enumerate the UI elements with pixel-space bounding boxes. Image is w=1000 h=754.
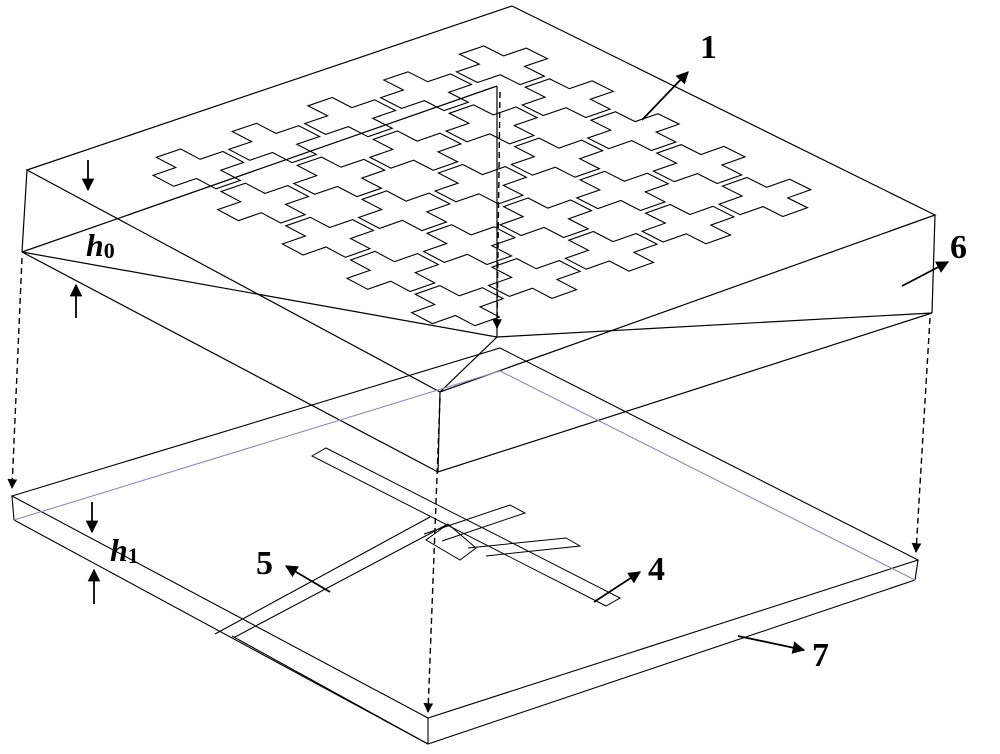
- h0-symbol: h: [86, 227, 104, 263]
- fractal-cross-cell: [433, 163, 528, 205]
- fractal-cross-cell: [455, 45, 549, 86]
- substrate-bottom-face: [13, 519, 916, 745]
- guide-left: [7, 257, 23, 489]
- fractal-cross-cell: [227, 122, 322, 164]
- h0-subscript: 0: [104, 238, 115, 263]
- fractal-cross-cell: [651, 144, 747, 185]
- fractal-cross-cell: [281, 216, 375, 258]
- fractal-cross-array: [151, 45, 813, 327]
- fractal-cross-cell: [487, 258, 582, 299]
- callout-1: 1: [700, 29, 717, 66]
- superstrate-block: [21, 5, 937, 473]
- leader-5: [284, 565, 331, 593]
- slot-outline: [310, 447, 622, 607]
- fractal-cross-cell: [444, 104, 539, 145]
- superstrate-side-edges: [21, 169, 936, 473]
- fractal-cross-cell: [292, 156, 387, 198]
- leader-1: [641, 71, 689, 121]
- fractal-cross-cell: [410, 285, 505, 327]
- leader-6: [901, 261, 950, 287]
- fractal-cross-cell: [303, 96, 397, 138]
- bottom-front-edge: [231, 635, 429, 745]
- assembly-guides: [7, 91, 931, 713]
- callout-5: 5: [256, 545, 273, 582]
- guide-center-bottom: [423, 397, 441, 713]
- substrate-side-edges: [11, 495, 919, 744]
- guide-right: [911, 317, 931, 553]
- fractal-cross-cell: [379, 71, 473, 112]
- fractal-cross-cell: [357, 190, 452, 232]
- fractal-cross-cell: [564, 230, 659, 272]
- h1-subscript: 1: [128, 543, 139, 568]
- leader-4: [593, 571, 642, 603]
- callout-4: 4: [648, 551, 665, 588]
- superstrate-bottom-edges: [21, 251, 933, 473]
- fractal-cross-cell: [509, 137, 605, 178]
- fractal-cross-cell: [151, 148, 245, 190]
- feedline-edges: [214, 516, 449, 638]
- slot-junction: [425, 523, 477, 561]
- fractal-cross-cell: [498, 197, 593, 239]
- fractal-cross-cell: [586, 111, 681, 152]
- coupling-slot: [310, 447, 622, 607]
- dimension-h0: h0: [86, 227, 115, 263]
- callout-leaders: [284, 71, 950, 654]
- callout-6: 6: [950, 229, 967, 266]
- fractal-cross-cell: [640, 203, 736, 245]
- callout-7: 7: [812, 637, 829, 674]
- fractal-cross-cell: [520, 78, 615, 119]
- superstrate-layer-line-front: [21, 85, 498, 253]
- substrate-inner-edges: [13, 370, 916, 581]
- fractal-cross-cell: [717, 176, 813, 218]
- fractal-cross-cell: [575, 170, 670, 212]
- dimension-h1: h1: [110, 532, 139, 568]
- fractal-cross-cell: [216, 182, 310, 224]
- leader-7: [737, 635, 806, 654]
- substrate-block: [10, 347, 920, 745]
- dimension-arrows: [69, 160, 101, 604]
- fractal-cross-cell: [368, 130, 463, 171]
- h1-symbol: h: [110, 532, 128, 568]
- slot-stub-upper: [423, 504, 527, 542]
- fractal-cross-cell: [422, 224, 517, 266]
- superstrate-layer-line-back: [496, 312, 933, 338]
- slot-stub-lower: [467, 537, 582, 557]
- fractal-cross-cell: [345, 250, 440, 293]
